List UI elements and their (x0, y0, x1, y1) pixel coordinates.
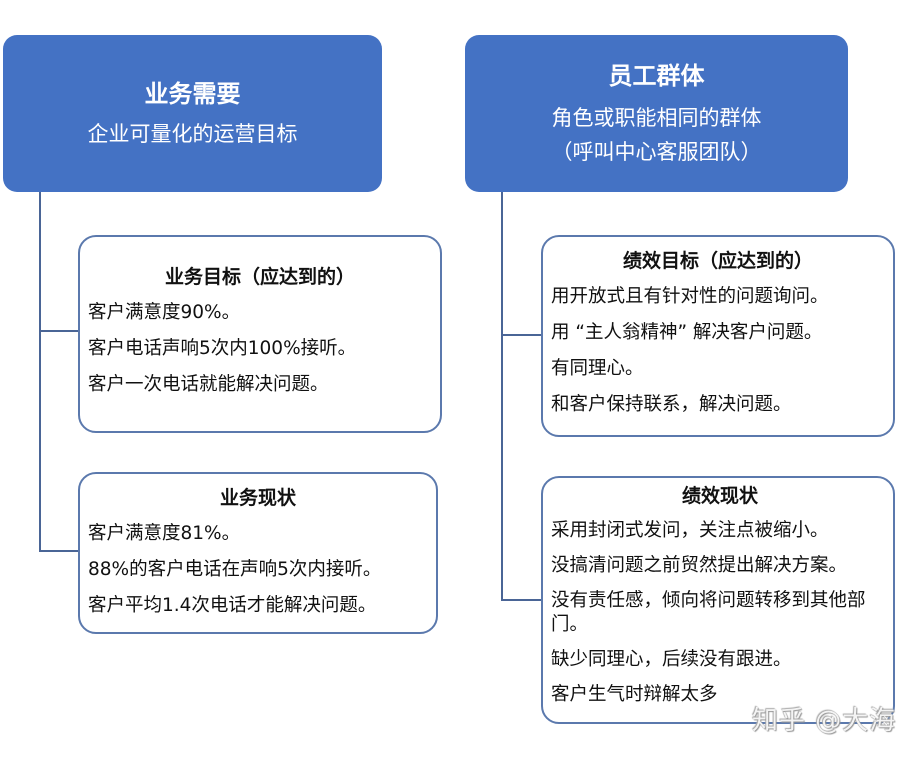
left-connector-vertical (39, 192, 41, 552)
performance-goal-title: 绩效目标（应达到的） (622, 250, 813, 272)
employee-group-title: 员工群体 (608, 61, 705, 90)
performance-status-item: 缺少同理心，后续没有跟进。 (551, 649, 792, 670)
left-connector-branch-goal (39, 330, 79, 332)
employee-group-subtitle: 角色或职能相同的群体 (551, 105, 762, 130)
employee-group-header: 员工群体 角色或职能相同的群体 （呼叫中心客服团队） (465, 35, 848, 192)
performance-status-item: 没搞清问题之前贸然提出解决方案。 (551, 555, 848, 576)
performance-goal-item: 有同理心。 (551, 358, 644, 379)
business-status-item: 客户满意度81%。 (88, 523, 241, 544)
business-status-title: 业务现状 (219, 487, 296, 509)
business-goal-box: 业务目标（应达到的） 客户满意度90%。 客户电话声响5次内100%接听。 客户… (78, 235, 442, 433)
business-status-box: 业务现状 客户满意度81%。 88%的客户电话在声响5次内接听。 客户平均1.4… (78, 472, 438, 634)
business-status-item: 客户平均1.4次电话才能解决问题。 (88, 595, 377, 616)
business-goal-title: 业务目标（应达到的） (164, 266, 355, 288)
employee-group-subtitle-team: （呼叫中心客服团队） (551, 139, 762, 164)
right-connector-vertical (501, 192, 503, 601)
watermark: 知乎 @大海 (752, 706, 897, 736)
right-connector-branch-goal (501, 334, 542, 336)
business-needs-header: 业务需要 企业可量化的运营目标 (3, 35, 382, 192)
business-goal-item: 客户满意度90%。 (88, 302, 241, 323)
performance-status-item: 客户生气时辩解太多 (551, 684, 718, 705)
performance-status-item: 采用封闭式发问，关注点被缩小。 (551, 520, 829, 541)
performance-goal-box: 绩效目标（应达到的） 用开放式且有针对性的问题询问。 用 “主人翁精神” 解决客… (541, 235, 895, 437)
left-connector-branch-status (39, 550, 79, 552)
business-status-item: 88%的客户电话在声响5次内接听。 (88, 559, 382, 580)
performance-status-item: 没有责任感，倾向将问题转移到其他部门。 (551, 590, 866, 635)
business-needs-subtitle: 企业可量化的运营目标 (87, 121, 298, 146)
performance-goal-item: 用 “主人翁精神” 解决客户问题。 (551, 322, 823, 343)
performance-status-title: 绩效现状 (681, 485, 758, 507)
business-needs-title: 业务需要 (144, 79, 241, 108)
right-connector-branch-status (501, 599, 542, 601)
business-goal-item: 客户电话声响5次内100%接听。 (88, 338, 357, 359)
business-goal-item: 客户一次电话就能解决问题。 (88, 374, 329, 395)
performance-goal-item: 和客户保持联系，解决问题。 (551, 394, 792, 415)
performance-goal-item: 用开放式且有针对性的问题询问。 (551, 286, 829, 307)
performance-status-box: 绩效现状 采用封闭式发问，关注点被缩小。 没搞清问题之前贸然提出解决方案。 没有… (541, 476, 895, 724)
